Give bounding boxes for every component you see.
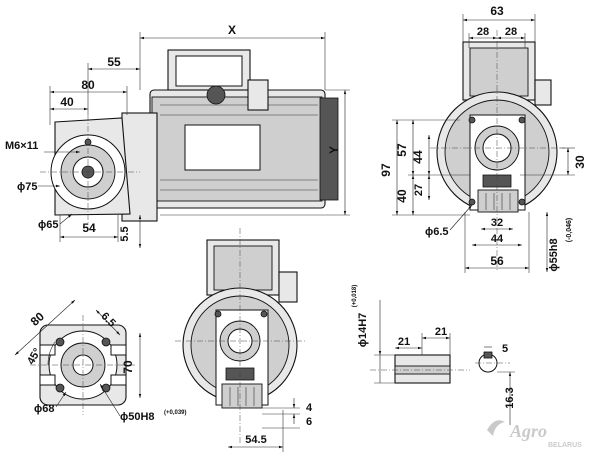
dim-30: 30: [573, 155, 587, 169]
dim-d75: ϕ75: [17, 181, 37, 193]
dim-63: 63: [490, 4, 504, 18]
dim-m6x11: M6×11: [5, 140, 38, 152]
dim-28a: 28: [477, 26, 489, 38]
front-view-right: [430, 30, 565, 270]
logo-name: Agro: [509, 421, 547, 441]
dim-s14-tolerance: (+0,018): [352, 285, 358, 308]
dim-54: 54: [82, 221, 96, 235]
dim-y: Y: [327, 146, 341, 154]
dim-d55h8: ϕ55h8: [548, 238, 560, 271]
dim-f70: 70: [121, 360, 135, 374]
dim-b4: 4: [306, 402, 313, 414]
dim-44b: 44: [491, 233, 504, 245]
front-view-bottom-dims: 4 6 54.5: [228, 398, 313, 452]
dim-d55-tolerance: (-0,046): [566, 218, 573, 243]
side-view-dims: X 55 80 40 M6×11 ϕ75 ϕ65 54 5.5 Y: [5, 23, 350, 248]
leaf-icon: [487, 420, 505, 436]
dim-f68: ϕ68: [34, 403, 54, 415]
dim-28b: 28: [505, 26, 517, 38]
dim-27: 27: [413, 184, 425, 196]
shaft-detail: ϕ14H7 (+0,018) 21 21 5 16.3: [352, 285, 516, 425]
dim-32: 32: [491, 217, 503, 229]
dim-f50h8: ϕ50H8: [120, 411, 155, 423]
side-view: [40, 49, 339, 225]
dim-s21b: 21: [435, 326, 447, 338]
dim-57: 57: [395, 143, 409, 157]
dim-d6-5: ϕ6.5: [425, 226, 449, 238]
dim-44a: 44: [411, 150, 425, 164]
dim-s16-3: 16.3: [504, 387, 516, 408]
dim-s21a: 21: [398, 336, 410, 348]
dim-b54-5: 54.5: [245, 434, 266, 446]
dim-80: 80: [81, 78, 95, 92]
dim-40b: 40: [395, 189, 409, 203]
logo-sub: BELARUS: [548, 442, 582, 449]
front-view-right-dims: 63 28 28 97 57 44 40 27 30 ϕ6.5 32 44 56…: [379, 4, 587, 273]
dim-97: 97: [379, 163, 393, 177]
dim-x: X: [228, 23, 236, 37]
dim-f50-tolerance: (+0,039): [164, 410, 187, 416]
dim-5-5: 5.5: [119, 226, 131, 241]
dim-b6: 6: [306, 416, 312, 428]
dim-s5: 5: [502, 343, 508, 355]
dim-d65: ϕ65: [38, 219, 58, 231]
dim-56: 56: [490, 254, 504, 268]
front-view-bottom: [175, 228, 305, 445]
dim-40: 40: [60, 95, 74, 109]
agro-belarus-logo: Agro BELARUS: [487, 420, 582, 449]
dim-s14h7: ϕ14H7: [357, 313, 369, 348]
dim-55: 55: [107, 55, 121, 69]
